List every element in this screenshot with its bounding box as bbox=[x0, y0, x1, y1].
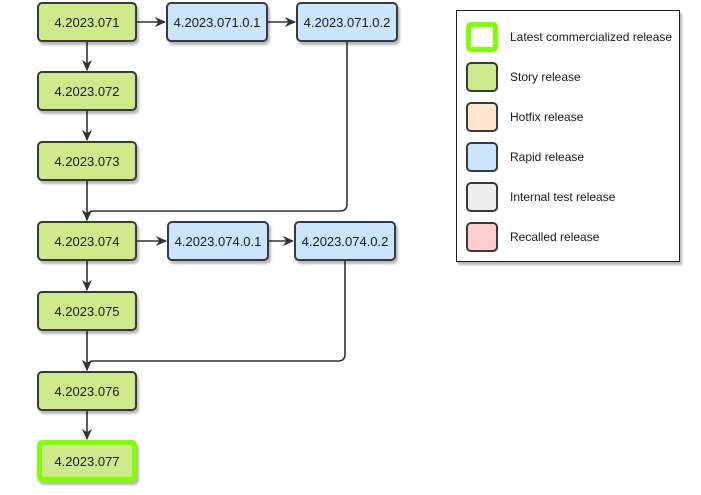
legend-label: Story release bbox=[510, 70, 581, 84]
legend-item-recalled: Recalled release bbox=[466, 221, 599, 253]
release-node-4-2023-077-latest[interactable]: 4.2023.077 bbox=[37, 440, 137, 482]
legend-item-rapid: Rapid release bbox=[466, 141, 584, 173]
story-release-swatch bbox=[466, 62, 498, 92]
legend-label: Recalled release bbox=[510, 230, 600, 244]
legend-label: Latest commercialized release bbox=[510, 30, 673, 44]
legend-item-latest: Latest commercialized release bbox=[466, 21, 672, 53]
legend-panel: Latest commercialized release Story rele… bbox=[456, 10, 680, 262]
release-node-4-2023-076[interactable]: 4.2023.076 bbox=[37, 371, 137, 411]
release-node-4-2023-071-0-1[interactable]: 4.2023.071.0.1 bbox=[166, 2, 268, 42]
legend-label: Internal test release bbox=[510, 190, 616, 204]
legend-label: Hotfix release bbox=[510, 110, 584, 124]
rapid-release-swatch bbox=[466, 142, 498, 172]
release-node-4-2023-074[interactable]: 4.2023.074 bbox=[37, 221, 137, 261]
legend-item-hotfix: Hotfix release bbox=[466, 101, 583, 133]
internal-test-release-swatch bbox=[466, 182, 498, 212]
latest-release-swatch bbox=[466, 22, 498, 52]
recalled-release-swatch bbox=[466, 222, 498, 252]
hotfix-release-swatch bbox=[466, 102, 498, 132]
legend-item-internal-test: Internal test release bbox=[466, 181, 615, 213]
edge-n071_0_2-to-n074 bbox=[81, 42, 348, 222]
release-node-4-2023-074-0-1[interactable]: 4.2023.074.0.1 bbox=[167, 221, 269, 261]
release-node-4-2023-075[interactable]: 4.2023.075 bbox=[37, 291, 137, 331]
release-node-4-2023-073[interactable]: 4.2023.073 bbox=[37, 141, 137, 181]
release-node-4-2023-072[interactable]: 4.2023.072 bbox=[37, 71, 137, 111]
release-node-4-2023-071[interactable]: 4.2023.071 bbox=[37, 2, 137, 42]
legend-label: Rapid release bbox=[510, 150, 585, 164]
release-node-4-2023-074-0-2[interactable]: 4.2023.074.0.2 bbox=[294, 221, 396, 261]
release-node-4-2023-071-0-2[interactable]: 4.2023.071.0.2 bbox=[296, 2, 398, 42]
legend-item-story: Story release bbox=[466, 61, 581, 93]
